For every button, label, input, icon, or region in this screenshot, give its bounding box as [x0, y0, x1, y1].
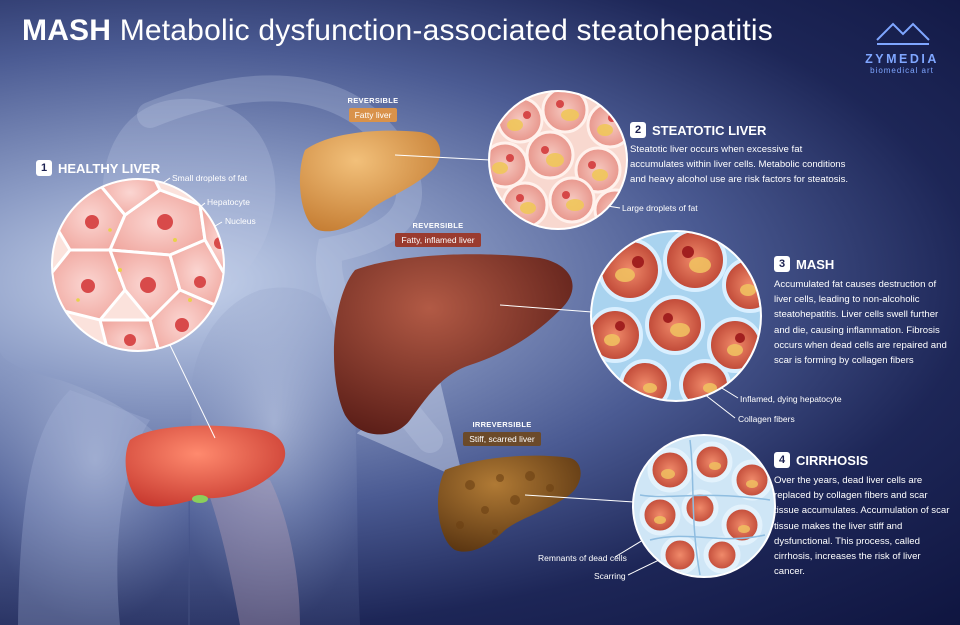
mash-liver — [333, 254, 573, 435]
page-title: MASH Metabolic dysfunction-associated st… — [22, 14, 773, 48]
stage-label: Stiff, scarred liver — [463, 432, 541, 446]
section-cirrhosis-heading: 4 CIRRHOSIS — [774, 452, 868, 468]
logo-mark — [876, 22, 930, 45]
callout-collagen-fibers: Collagen fibers — [738, 414, 795, 424]
logo-name: ZYMEDIA — [865, 52, 939, 66]
cirrhosis-nodules — [456, 471, 554, 535]
section-steatotic-description: Steatotic liver occurs when excessive fa… — [630, 144, 849, 186]
stage-tag-inflamed: REVERSIBLE Fatty, inflamed liver — [393, 221, 483, 248]
callout-remnants-dead-cells: Remnants of dead cells — [538, 553, 627, 563]
section-number: 3 — [774, 256, 790, 272]
callout-small-droplets: Small droplets of fat — [172, 173, 248, 183]
cirrhotic-liver — [437, 455, 581, 552]
section-number: 1 — [36, 160, 52, 176]
micrograph-mash — [590, 230, 762, 402]
section-healthy-heading: 1 HEALTHY LIVER — [36, 160, 160, 176]
stage-kind: REVERSIBLE — [347, 96, 399, 105]
section-title: STEATOTIC LIVER — [652, 122, 767, 138]
callout-inflamed-hepatocyte: Inflamed, dying hepatocyte — [740, 394, 842, 404]
section-title: MASH — [796, 256, 835, 272]
title-full: Metabolic dysfunction-associated steatoh… — [119, 14, 773, 47]
micrograph-steatotic — [488, 90, 628, 230]
stage-kind: REVERSIBLE — [412, 221, 464, 230]
stage-tag-fatty: REVERSIBLE Fatty liver — [338, 96, 408, 123]
stage-kind: IRREVERSIBLE — [472, 420, 532, 429]
gallbladder — [192, 495, 208, 503]
callout-hepatocyte: Hepatocyte — [207, 197, 250, 207]
title-abbreviation: MASH — [22, 14, 112, 47]
callout-large-droplets: Large droplets of fat — [622, 203, 698, 213]
brand-logo: ZYMEDIA biomedical art — [862, 18, 942, 75]
logo-subtitle: biomedical art — [870, 66, 934, 75]
section-number: 4 — [774, 452, 790, 468]
stage-label: Fatty liver — [348, 108, 398, 122]
section-number: 2 — [630, 122, 646, 138]
section-title: HEALTHY LIVER — [58, 160, 161, 176]
micrograph-cirrhosis — [632, 434, 776, 578]
section-mash-description: Accumulated fat causes destruction of li… — [774, 279, 947, 367]
section-title: CIRRHOSIS — [796, 452, 869, 468]
section-steatotic-heading: 2 STEATOTIC LIVER — [630, 122, 766, 138]
section-mash-heading: 3 MASH — [774, 256, 834, 272]
callout-scarring: Scarring — [594, 571, 626, 581]
section-cirrhosis-description: Over the years, dead liver cells are rep… — [774, 475, 950, 578]
stage-label: Fatty, inflamed liver — [395, 233, 481, 247]
healthy-liver — [125, 425, 286, 507]
stage-tag-scarred: IRREVERSIBLE Stiff, scarred liver — [462, 420, 542, 447]
callout-nucleus: Nucleus — [225, 216, 256, 226]
